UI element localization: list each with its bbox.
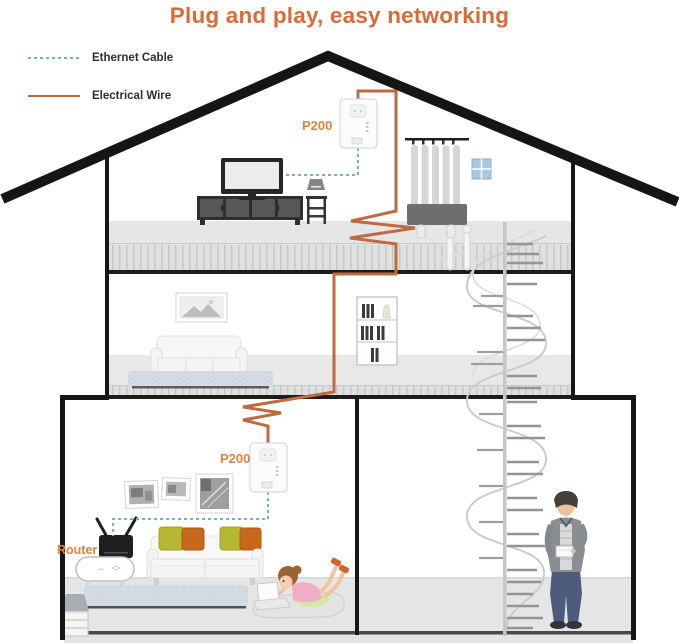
set-top-box	[307, 179, 325, 190]
adapter-label-upper: P200	[302, 118, 333, 133]
router-label: Router	[57, 543, 98, 557]
ethernet-cable-line-icon	[28, 57, 80, 59]
side-table	[306, 196, 327, 224]
girl-with-laptop	[252, 557, 350, 619]
television	[221, 158, 283, 200]
legend-item-ethernet-cable: Ethernet Cable	[28, 51, 173, 65]
ethernet-cable-top	[283, 148, 359, 176]
roof	[0, 50, 679, 207]
router	[95, 516, 138, 558]
page-title: Plug and play, easy networking	[169, 3, 510, 28]
powerline-adapter-upper	[339, 98, 378, 149]
adapter-label-lower: P200	[220, 451, 251, 466]
legend-label-electrical-wire: Electrical Wire	[92, 90, 172, 102]
legend: Ethernet Cable Electrical Wire	[28, 51, 173, 127]
rug-bottom	[84, 585, 248, 609]
legend-label-ethernet-cable: Ethernet Cable	[92, 52, 174, 64]
photo-frames	[124, 473, 234, 514]
bookshelf	[356, 296, 398, 366]
man-standing	[544, 491, 588, 629]
drawer-stool	[61, 594, 89, 637]
tv-cabinet	[197, 196, 303, 225]
window	[471, 158, 492, 180]
pillow-yellow-1	[158, 526, 185, 551]
top-floor-floor	[107, 221, 573, 274]
sofa-bottom	[146, 526, 264, 585]
pillow-orange-1	[181, 527, 205, 551]
powerline-adapter-lower	[249, 442, 288, 493]
electrical-wire	[242, 89, 416, 444]
rug-middle	[128, 371, 273, 389]
electrical-wire-line-icon	[28, 95, 80, 97]
ethernet-cable-bottom	[112, 492, 269, 536]
house-frame	[60, 150, 636, 640]
radiator	[405, 138, 469, 239]
spiral-staircase	[465, 222, 548, 636]
pillow-orange-2	[239, 527, 262, 551]
legend-item-electrical-wire: Electrical Wire	[28, 89, 173, 103]
wall-picture	[175, 292, 228, 323]
